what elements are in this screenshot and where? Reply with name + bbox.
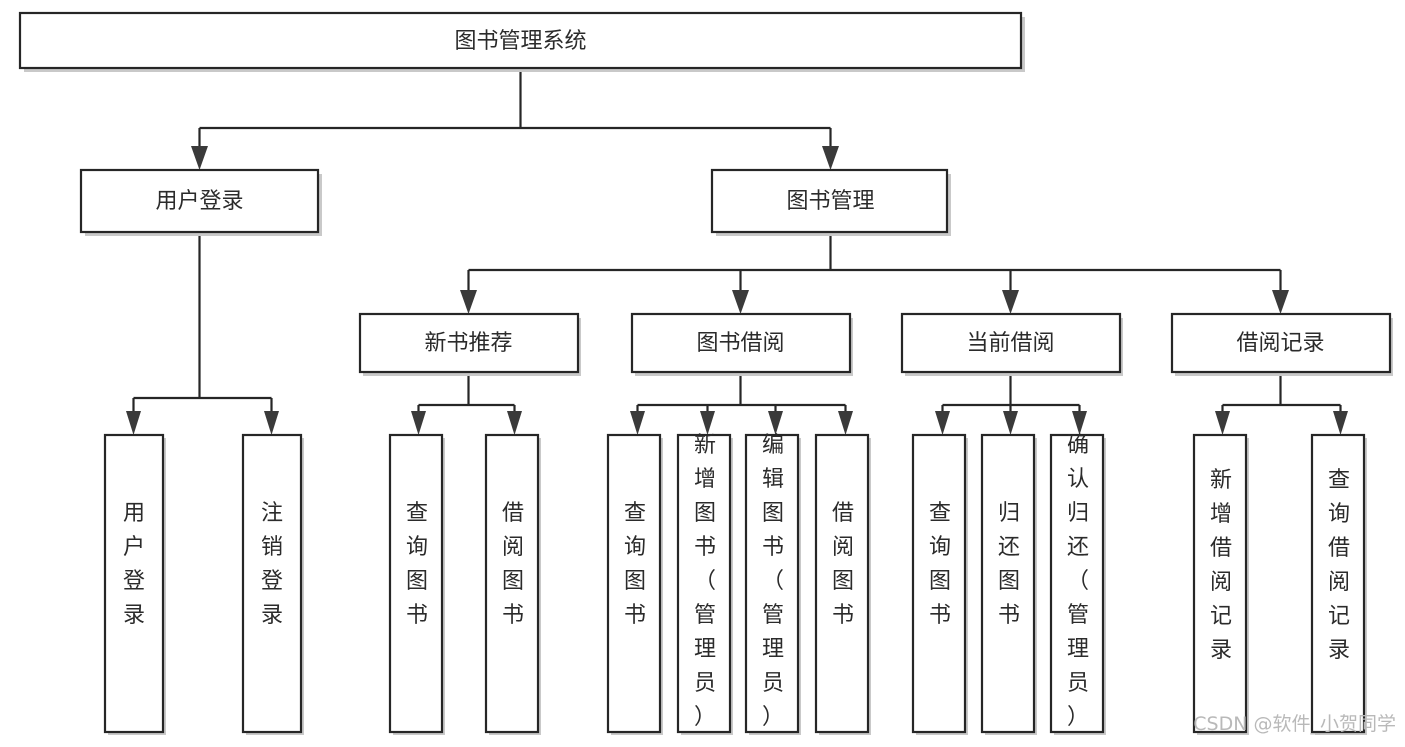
leaf-borrow-book-2-label: 借阅图书 [832,501,854,628]
node-book-management-system[interactable]: 图书管理系统 [18,11,1025,72]
node-current-borrow[interactable]: 当前借阅 [900,312,1123,376]
arrowhead-leaf-query-record [1333,411,1348,435]
leaf-query-book-2-label: 查询图书 [624,501,646,628]
root-label: 图书管理系统 [454,29,586,54]
node-book-management[interactable]: 图书管理 [710,168,951,236]
arrowhead-leaf-add-record [1215,411,1230,435]
leaf-node-query-book-3[interactable]: 查询图书 [911,433,968,735]
book-management-label: 图书管理 [786,189,874,214]
leaf-add-book-box [676,433,732,734]
leaf-logout-login-label: 注销登录 [261,501,283,628]
leaf-user-login-label: 用户登录 [123,501,145,628]
arrowhead-user-login [191,146,208,170]
leaf-node-query-book-1[interactable]: 查询图书 [388,433,445,735]
arrowhead-book-management [822,146,839,170]
arrowhead-new-book-recommend [460,290,477,314]
new-book-recommend-box [358,312,580,374]
leaf-query-record-label: 查询借阅记录 [1328,468,1350,663]
leaf-logout-login-box [241,433,303,734]
leaf-query-book-3-label: 查询图书 [929,501,951,628]
arrowhead-leaf-edit-book [768,411,783,435]
leaf-node-return-book[interactable]: 归还图书 [980,433,1037,735]
new-book-recommend-label: 新书推荐 [424,331,512,356]
user-login-box [79,168,320,234]
leaf-node-logout-login[interactable]: 注销登录 [241,433,304,735]
node-book-borrow[interactable]: 图书借阅 [630,312,853,376]
connectors-layer [126,68,1348,435]
arrowhead-leaf-borrow-book-2 [838,411,853,435]
leaf-add-record-label: 新增借阅记录 [1210,468,1232,663]
leaf-node-add-book[interactable]: 新增图书（管理员） [676,433,733,735]
leaf-query-book-2-box [606,433,662,734]
arrowhead-leaf-query-book-2 [630,411,645,435]
arrowhead-borrow-record [1272,290,1289,314]
leaf-node-borrow-book-2[interactable]: 借阅图书 [814,433,871,735]
arrowhead-leaf-query-book-3 [935,411,950,435]
book-borrow-box [630,312,852,374]
book-borrow-label: 图书借阅 [696,331,784,356]
arrowhead-current-borrow [1002,290,1019,314]
leaf-confirm-return-label: 确认归还（管理员） [1067,433,1089,730]
leaf-nodes-layer: 用户登录 注销登录 查询图书 借阅图书 查询图书 新增图书（管理员） [103,433,1367,735]
leaf-node-query-book-2[interactable]: 查询图书 [606,433,663,735]
borrow-record-box [1170,312,1392,374]
node-borrow-record[interactable]: 借阅记录 [1170,312,1393,376]
arrowhead-leaf-add-book [700,411,715,435]
borrow-record-label: 借阅记录 [1236,331,1324,356]
user-login-label: 用户登录 [155,189,243,214]
leaf-return-book-box [980,433,1036,734]
arrowhead-leaf-user-login [126,411,141,435]
arrowhead-leaf-borrow-book-1 [507,411,522,435]
arrowhead-leaf-logout-login [264,411,279,435]
leaf-add-record-box [1192,433,1248,734]
leaf-borrow-book-2-box [814,433,870,734]
leaf-edit-book-label: 编辑图书（管理员） [762,433,784,730]
arrowhead-book-borrow [732,290,749,314]
leaf-query-record-box [1310,433,1366,734]
leaf-borrow-book-1-label: 借阅图书 [502,501,524,628]
current-borrow-box [900,312,1122,374]
leaf-add-book-label: 新增图书（管理员） [694,433,716,730]
leaf-query-book-1-box [388,433,444,734]
current-borrow-label: 当前借阅 [966,331,1054,356]
book-management-box [710,168,949,234]
leaf-user-login-box [103,433,165,734]
leaf-borrow-book-1-box [484,433,540,734]
leaf-query-book-3-box [911,433,967,734]
leaf-node-query-record[interactable]: 查询借阅记录 [1310,433,1367,735]
leaf-return-book-label: 归还图书 [998,501,1020,628]
leaf-node-add-record[interactable]: 新增借阅记录 [1192,433,1249,735]
leaf-edit-book-box [744,433,800,734]
arrowhead-leaf-return-book [1003,411,1018,435]
leaf-confirm-return-box [1049,433,1105,734]
csdn-watermark: CSDN @软件_小贺同学 [1193,713,1396,735]
arrowhead-leaf-query-book-1 [411,411,426,435]
node-new-book-recommend[interactable]: 新书推荐 [358,312,581,376]
leaf-node-user-login[interactable]: 用户登录 [103,433,166,735]
arrowhead-leaf-confirm-return [1072,411,1087,435]
leaf-node-borrow-book-1[interactable]: 借阅图书 [484,433,541,735]
leaf-node-edit-book[interactable]: 编辑图书（管理员） [744,433,801,735]
node-user-login[interactable]: 用户登录 [79,168,322,236]
root-box [18,11,1023,70]
leaf-query-book-1-label: 查询图书 [406,501,428,628]
leaf-node-confirm-return[interactable]: 确认归还（管理员） [1049,433,1106,735]
